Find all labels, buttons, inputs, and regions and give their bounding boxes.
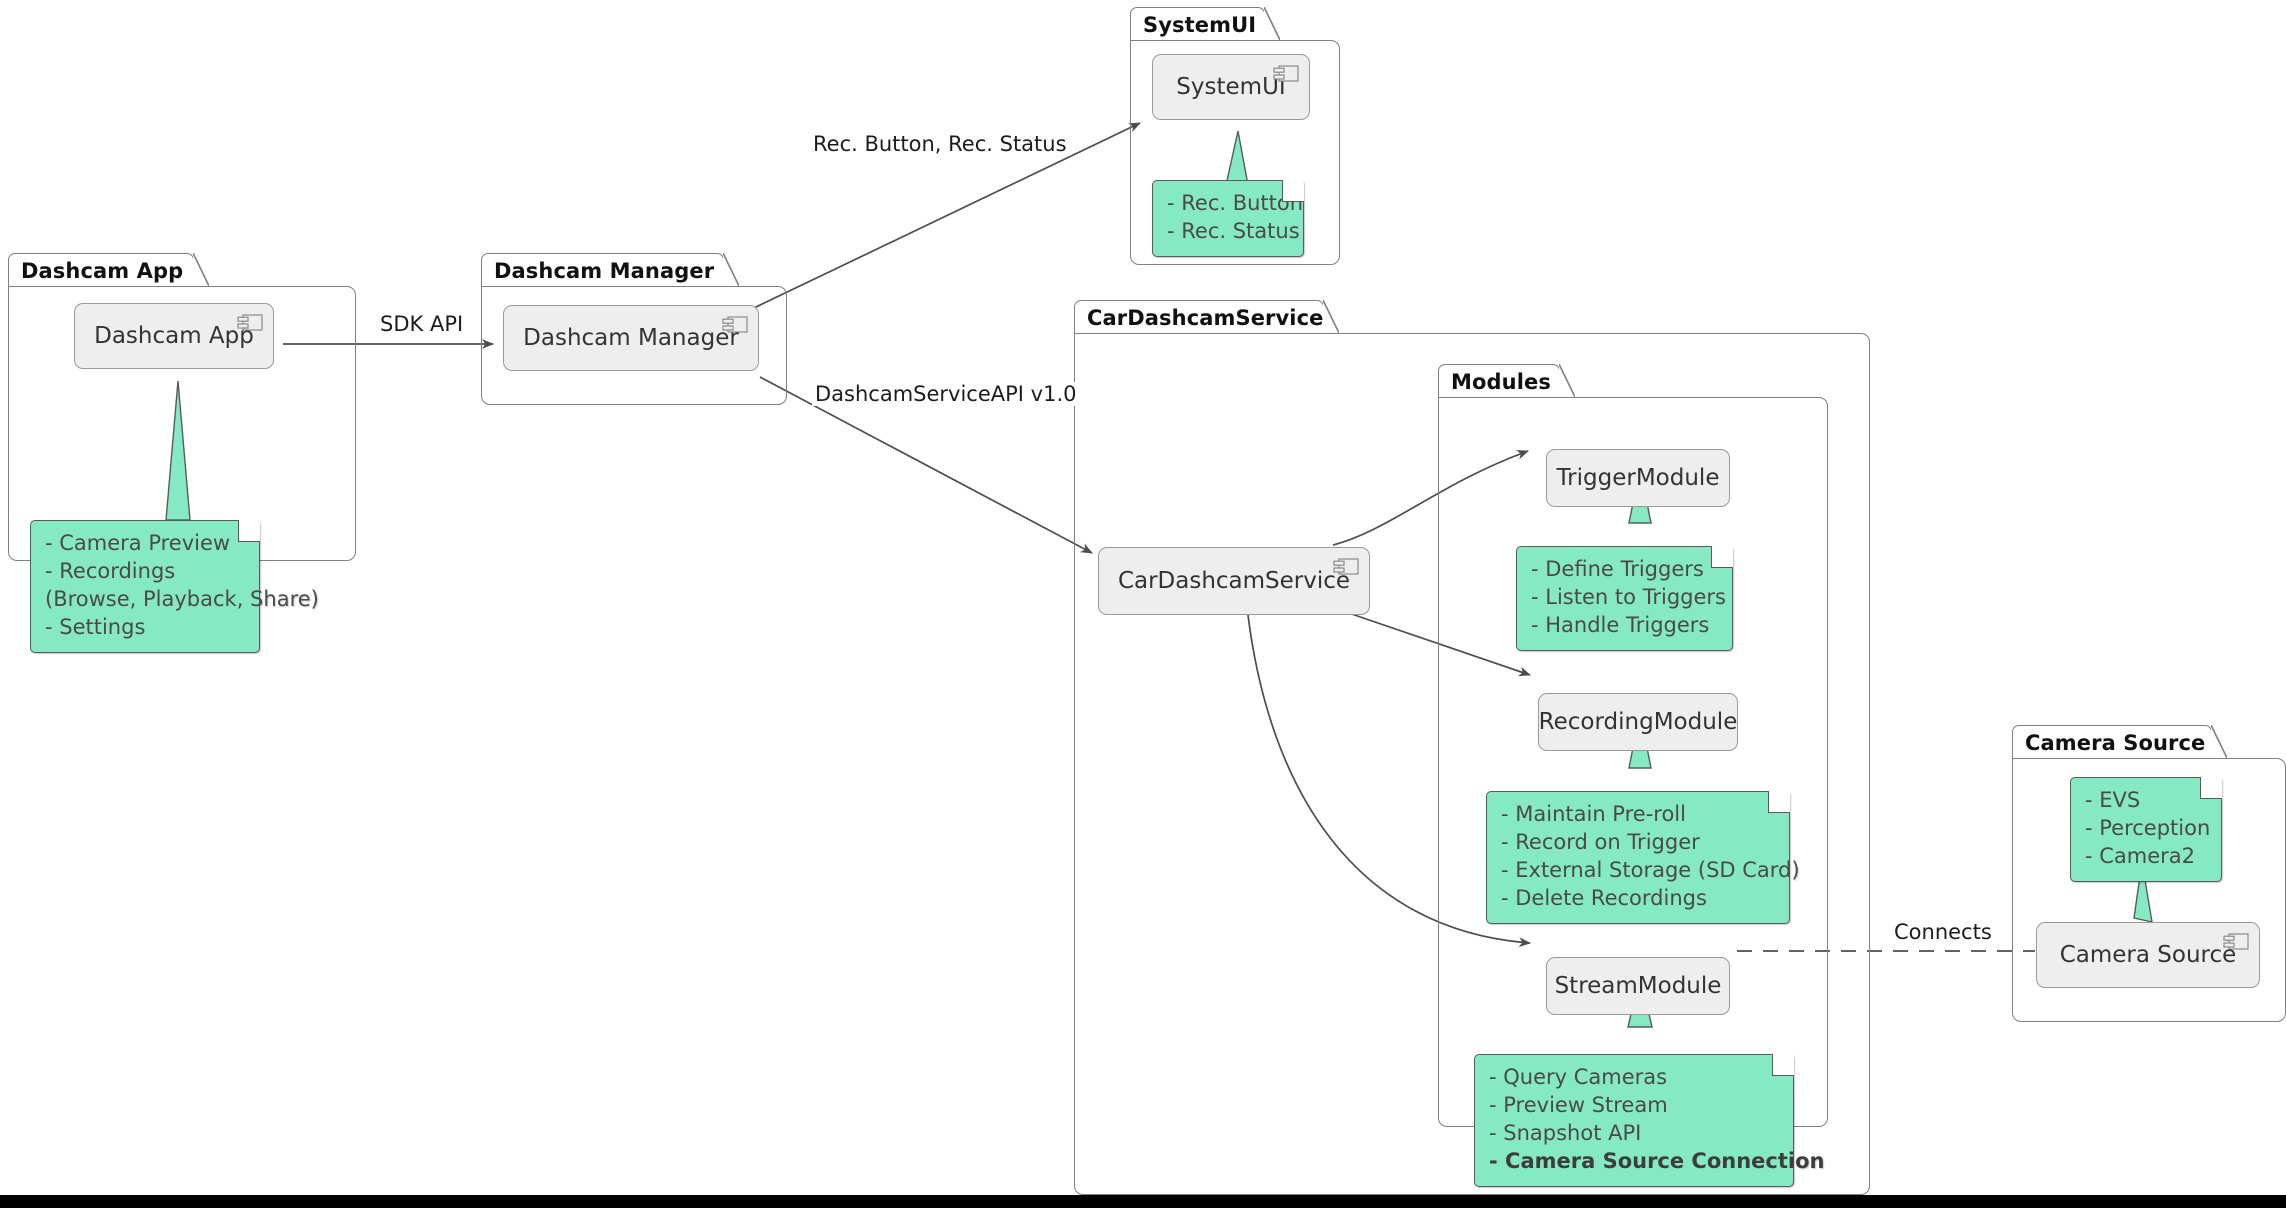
component-trigger-module[interactable]: TriggerModule — [1546, 449, 1730, 507]
note-line: - Perception — [2085, 815, 2211, 840]
uml-component-icon — [237, 314, 263, 331]
package-title: SystemUI — [1143, 13, 1257, 37]
note-line: - Delete Recordings — [1501, 885, 1707, 910]
note-fold-corner — [1711, 546, 1733, 568]
component-label: StreamModule — [1554, 973, 1722, 999]
note-fold-corner — [1282, 180, 1304, 202]
package-tab-corner — [1323, 300, 1339, 334]
edge-label-dashcamserviceapi: DashcamServiceAPI v1.0 — [812, 382, 1080, 406]
uml-component-icon — [1333, 558, 1359, 575]
note-dashcam-app: - Camera Preview - Recordings (Browse, P… — [30, 520, 319, 653]
note-line: - Maintain Pre-roll — [1501, 802, 1686, 826]
component-label: TriggerModule — [1556, 465, 1720, 491]
component-label: SystemUI — [1176, 74, 1286, 100]
package-tab-corner — [1264, 7, 1280, 41]
note-fold-corner — [1772, 1054, 1794, 1076]
package-tab: Dashcam App — [8, 253, 194, 287]
package-tab-corner — [2211, 725, 2227, 759]
package-title: CarDashcamService — [1087, 306, 1324, 330]
note-line: - Handle Triggers — [1531, 612, 1710, 637]
component-label: Dashcam Manager — [523, 325, 739, 351]
package-tab: Modules — [1438, 364, 1560, 398]
note-line: (Browse, Playback, Share) — [45, 586, 319, 611]
note-fold-corner — [2200, 777, 2222, 799]
note-recording-module: - Maintain Pre-roll - Record on Trigger … — [1486, 791, 1800, 924]
note-line: - Snapshot API — [1489, 1120, 1642, 1145]
component-label: Camera Source — [2059, 942, 2237, 968]
note-fold-corner — [238, 520, 260, 542]
component-label: CarDashcamService — [1117, 568, 1351, 594]
package-tab-corner — [1559, 364, 1575, 398]
edge-label-connects: Connects — [1891, 920, 1995, 944]
package-cardashcamservice: CarDashcamService CarDashcamService Modu… — [1074, 300, 1870, 1195]
package-body — [1074, 333, 1870, 1195]
package-title: Camera Source — [2025, 731, 2206, 755]
component-systemui[interactable]: SystemUI — [1152, 54, 1310, 120]
package-dashcam-app: Dashcam App Dashcam App - Camera Preview… — [8, 253, 356, 653]
note-line: - Camera2 — [2085, 843, 2196, 868]
note-systemui: - Rec. Button - Rec. Status — [1152, 180, 1304, 257]
component-label: RecordingModule — [1538, 709, 1738, 735]
package-body — [1130, 40, 1340, 265]
package-title: Modules — [1451, 370, 1551, 394]
note-stream-module: - Query Cameras - Preview Stream - Snaps… — [1474, 1054, 1825, 1187]
note-line: - Camera Source Connection — [1489, 1148, 1825, 1173]
bottom-bar — [0, 1195, 2286, 1208]
package-title: Dashcam App — [21, 259, 184, 283]
note-line: - Preview Stream — [1489, 1092, 1668, 1117]
uml-component-icon — [2223, 933, 2249, 950]
package-tab: CarDashcamService — [1074, 300, 1324, 334]
note-line: - External Storage (SD Card) — [1501, 857, 1800, 882]
uml-component-icon — [722, 316, 748, 333]
note-line: - Define Triggers — [1531, 557, 1704, 581]
package-dashcam-manager: Dashcam Manager Dashcam Manager — [481, 253, 787, 405]
note-camera-source: - EVS - Perception - Camera2 — [2070, 777, 2222, 882]
package-modules: Modules TriggerModule - Define Triggers … — [1438, 364, 1828, 1187]
note-line: - EVS — [2085, 788, 2141, 812]
component-recording-module[interactable]: RecordingModule — [1538, 693, 1738, 751]
component-stream-module[interactable]: StreamModule — [1546, 957, 1730, 1015]
component-label: Dashcam App — [94, 323, 254, 349]
note-line: - Listen to Triggers — [1531, 584, 1726, 609]
note-line: - Rec. Button — [1167, 191, 1304, 215]
edge-label-sdk-api: SDK API — [377, 312, 467, 336]
uml-component-icon — [1273, 65, 1299, 82]
package-tab: SystemUI — [1130, 7, 1265, 41]
component-cardashcamservice[interactable]: CarDashcamService — [1098, 547, 1370, 615]
note-line: - Query Cameras — [1489, 1065, 1668, 1089]
component-dashcam-manager[interactable]: Dashcam Manager — [503, 305, 759, 371]
note-line: - Settings — [45, 614, 146, 639]
note-fold-corner — [1768, 791, 1790, 813]
package-camera-source: Camera Source - EVS - Perception - Camer… — [2012, 725, 2286, 1022]
package-tab-corner — [723, 253, 739, 287]
package-systemui: SystemUI SystemUI - Rec. Button - Rec. S… — [1130, 7, 1340, 265]
note-line: - Record on Trigger — [1501, 829, 1700, 854]
package-tab: Dashcam Manager — [481, 253, 724, 287]
note-line: - Recordings — [45, 558, 176, 583]
package-tab-corner — [193, 253, 209, 287]
edge-label-rec-button-status: Rec. Button, Rec. Status — [810, 132, 1070, 156]
note-trigger-module: - Define Triggers - Listen to Triggers -… — [1516, 546, 1733, 651]
note-line: - Rec. Status — [1167, 218, 1300, 243]
package-body — [481, 286, 787, 405]
package-tab: Camera Source — [2012, 725, 2212, 759]
component-camera-source[interactable]: Camera Source — [2036, 922, 2260, 988]
component-dashcam-app[interactable]: Dashcam App — [74, 303, 274, 369]
package-title: Dashcam Manager — [494, 259, 715, 283]
note-line: - Camera Preview — [45, 531, 231, 555]
